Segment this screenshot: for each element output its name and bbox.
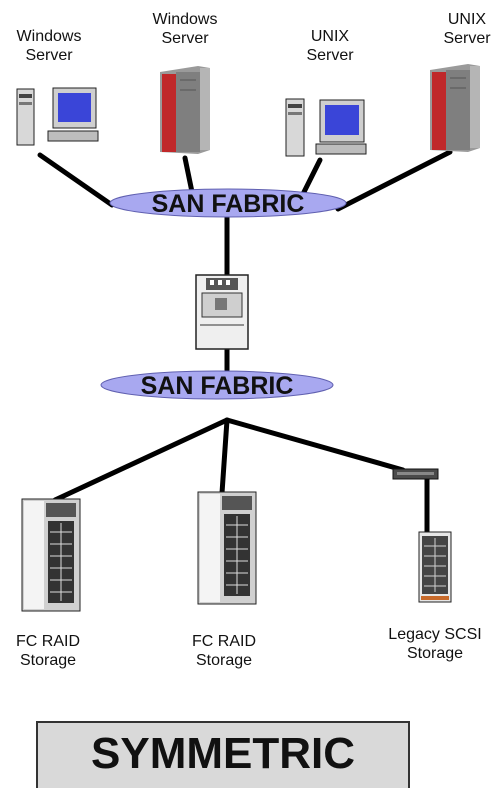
san-fabric-lower: SAN FABRIC <box>100 370 334 400</box>
link-windows-server-1 <box>37 152 115 208</box>
san-fabric-upper: SAN FABRIC <box>109 188 347 218</box>
san-fabric-upper-label: SAN FABRIC <box>152 190 305 218</box>
san-fabric-lower-label: SAN FABRIC <box>141 372 294 400</box>
link-fabric-to-bridge <box>224 417 406 473</box>
fc-raid-storage-2-icon <box>197 491 257 605</box>
fc-raid-storage-1-icon <box>21 498 81 612</box>
link-windows-server-2 <box>182 155 195 195</box>
unix-server-1-icon <box>285 98 367 157</box>
link-unix-server-1 <box>300 157 323 197</box>
windows-server-1-icon <box>16 87 99 146</box>
legacy-scsi-storage-icon <box>418 531 452 603</box>
unix-server-2-icon <box>430 64 480 152</box>
banner-title: SYMMETRIC <box>91 729 355 778</box>
architecture-banner: SYMMETRIC <box>36 721 410 788</box>
scsi-bridge-icon <box>392 468 439 480</box>
fabric-switch-icon <box>195 274 249 350</box>
link-unix-server-2 <box>335 149 453 212</box>
link-fabric-to-raid-1 <box>52 417 230 503</box>
link-fabric-to-raid-2 <box>219 417 230 496</box>
windows-server-2-icon <box>160 66 210 154</box>
